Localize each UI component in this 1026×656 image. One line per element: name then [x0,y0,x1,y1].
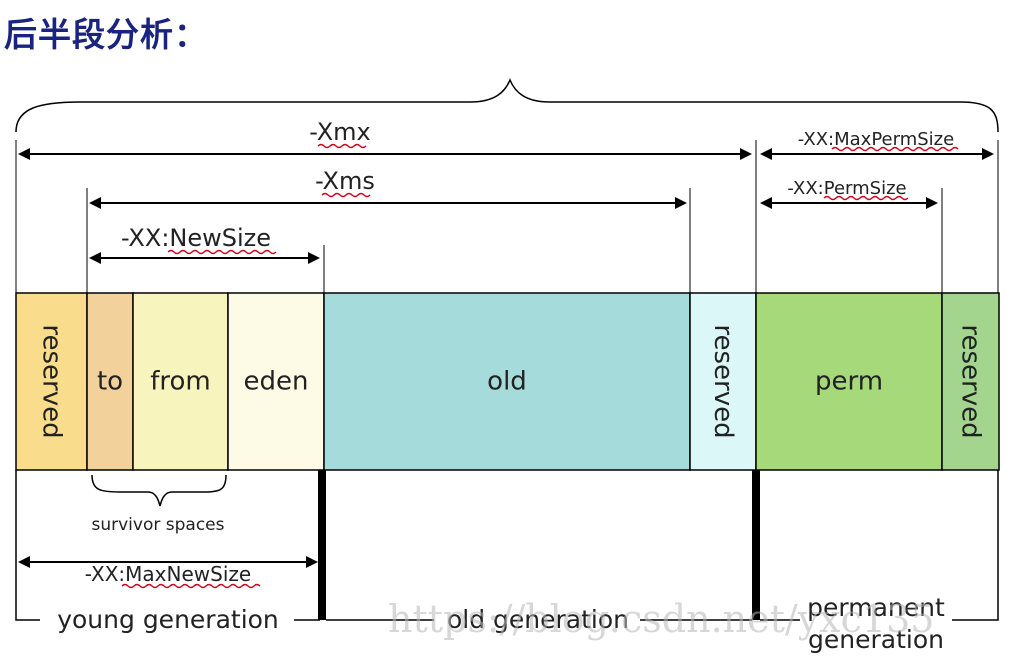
old-generation-label: old generation [447,605,629,634]
segment-reserved3-box [941,292,1000,471]
segment-reserved1-box [15,292,88,471]
segment-old-label: old [487,367,527,397]
segment-old: old [323,292,691,471]
young-old-divider [318,470,326,620]
guide-lines [15,140,999,293]
young-generation-label: young generation [57,605,279,634]
segment-perm-label: perm [815,367,883,397]
permsize-label: -XX:PermSize [787,178,906,199]
top-brace [15,78,999,133]
maxpermsize-label: -XX:MaxPermSize [798,129,954,150]
segment-reserved2: reserved [689,292,757,471]
segment-from-box [132,292,229,471]
segment-old-box [323,292,691,471]
segment-to: to [86,292,134,471]
segment-eden-label: eden [244,367,309,397]
segment-eden-box [227,292,325,471]
old-perm-divider [752,470,760,620]
page-title: 后半段分析： [4,15,208,54]
segment-reserved1: reserved [15,292,88,471]
watermark: https://blog.csdn.net/yxc135 [388,597,934,641]
segment-reserved1-label: reserved [37,324,67,438]
segment-to-label: to [97,367,123,397]
maxnewsize-label: -XX:MaxNewSize [85,562,251,586]
segment-reserved3: reserved [941,292,1000,471]
permanent-generation-label-line2: generation [808,625,944,654]
newsize-label: -XX:NewSize [121,224,271,252]
segment-to-box [86,292,134,471]
segment-from: from [132,292,229,471]
generation-brackets [15,470,999,621]
permanent-generation-label-line1: permanent [807,593,945,622]
survivor-brace [91,474,227,507]
segment-reserved2-box [689,292,757,471]
segment-perm: perm [755,292,943,471]
segment-perm-box [755,292,943,471]
survivor-label: survivor spaces [92,515,225,535]
segment-reserved3-label: reserved [956,324,986,438]
xmx-label: -Xmx [309,118,371,146]
segment-from-label: from [150,367,211,397]
segment-reserved2-label: reserved [708,324,738,438]
xms-label: -Xms [315,167,375,195]
segment-eden: eden [227,292,325,471]
